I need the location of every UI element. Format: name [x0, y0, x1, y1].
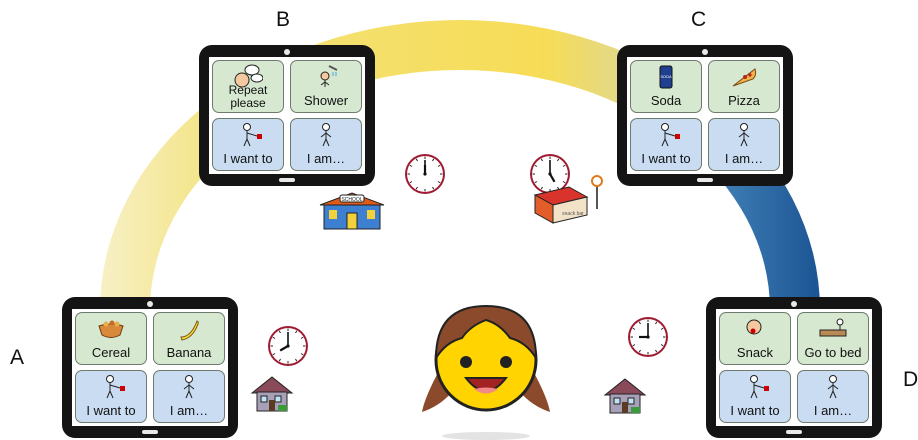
shop-icon: snack bar	[531, 173, 605, 234]
clock-icon	[529, 153, 571, 200]
aac-button-label: Shower	[303, 93, 349, 108]
person-pointing-icon	[96, 374, 126, 400]
aac-button-i-am[interactable]: I am…	[797, 370, 869, 423]
person-pointing-icon	[740, 374, 770, 400]
tablet-home-button[interactable]	[279, 178, 295, 182]
aac-button-i-am[interactable]: I am…	[708, 118, 780, 171]
person-pointing-icon	[233, 122, 263, 148]
child-face-icon	[422, 304, 550, 412]
speech-bubble-face-icon	[233, 64, 264, 90]
tablet-screen: Repeat please Shower I want to I am…	[209, 57, 365, 174]
tablet-screen: SODA Soda Pizza I want to I am…	[627, 57, 783, 174]
banana-icon	[174, 316, 204, 342]
eating-person-icon	[740, 316, 770, 342]
aac-button-i-want-to[interactable]: I want to	[75, 370, 147, 423]
aac-button-label: Banana	[166, 345, 212, 360]
aac-button-label: Snack	[736, 345, 774, 360]
home-icon	[601, 373, 649, 420]
stage-letter-d: D	[903, 368, 918, 391]
tablet-camera	[147, 301, 153, 307]
svg-text:SODA: SODA	[660, 74, 672, 79]
aac-button-label: I want to	[730, 403, 780, 418]
aac-button-i-am[interactable]: I am…	[153, 370, 225, 423]
stage-letter-c: C	[691, 8, 707, 31]
aac-button-snack[interactable]: Snack	[719, 312, 791, 365]
aac-button-label: Soda	[650, 93, 682, 108]
shower-person-icon	[311, 64, 341, 90]
person-icon	[174, 374, 204, 400]
school-icon: SCHOOL	[318, 191, 386, 236]
tablet-camera	[702, 49, 708, 55]
person-icon	[311, 122, 341, 148]
pizza-slice-icon	[729, 64, 759, 90]
aac-tablet-d: Snack Go to bed I want to I am…	[706, 297, 882, 438]
aac-button-i-am[interactable]: I am…	[290, 118, 362, 171]
aac-tablet-a: Cereal Banana I want to I am…	[62, 297, 238, 438]
person-pointing-icon	[651, 122, 681, 148]
person-icon	[818, 374, 848, 400]
aac-button-label: Cereal	[91, 345, 131, 360]
aac-button-label: Repeat please	[228, 83, 268, 110]
person-icon	[729, 122, 759, 148]
home-icon	[248, 371, 296, 418]
tablet-home-button[interactable]	[786, 430, 802, 434]
tablet-camera	[284, 49, 290, 55]
aac-button-go-to-bed[interactable]: Go to bed	[797, 312, 869, 365]
aac-button-label: I am…	[813, 403, 853, 418]
ground-shadow	[442, 432, 530, 440]
aac-button-soda[interactable]: SODA Soda	[630, 60, 702, 113]
tablet-home-button[interactable]	[142, 430, 158, 434]
aac-button-i-want-to[interactable]: I want to	[630, 118, 702, 171]
aac-button-label: Pizza	[728, 93, 760, 108]
aac-button-label: I want to	[223, 151, 273, 166]
soda-can-icon: SODA	[651, 64, 681, 90]
aac-button-pizza[interactable]: Pizza	[708, 60, 780, 113]
svg-text:SCHOOL: SCHOOL	[341, 197, 362, 203]
aac-button-label: I want to	[641, 151, 691, 166]
aac-button-label: I am…	[169, 403, 209, 418]
tablet-camera	[791, 301, 797, 307]
aac-button-label: I am…	[306, 151, 346, 166]
stage-letter-a: A	[10, 346, 25, 369]
aac-button-label: I want to	[86, 403, 136, 418]
svg-text:snack bar: snack bar	[562, 211, 584, 217]
clock-icon	[627, 316, 669, 363]
aac-button-repeat-please[interactable]: Repeat please	[212, 60, 284, 113]
bed-person-icon	[818, 316, 848, 342]
tablet-screen: Cereal Banana I want to I am…	[72, 309, 228, 426]
aac-button-label: Go to bed	[804, 345, 862, 360]
stage-letter-b: B	[276, 8, 291, 31]
clock-icon	[404, 153, 446, 200]
tablet-home-button[interactable]	[697, 178, 713, 182]
aac-button-cereal[interactable]: Cereal	[75, 312, 147, 365]
aac-button-i-want-to[interactable]: I want to	[719, 370, 791, 423]
aac-tablet-c: SODA Soda Pizza I want to I am…	[617, 45, 793, 186]
aac-button-shower[interactable]: Shower	[290, 60, 362, 113]
clock-icon	[267, 325, 309, 372]
cereal-bowl-icon	[96, 316, 126, 342]
aac-button-banana[interactable]: Banana	[153, 312, 225, 365]
aac-tablet-b: Repeat please Shower I want to I am…	[199, 45, 375, 186]
aac-button-label: I am…	[724, 151, 764, 166]
aac-button-i-want-to[interactable]: I want to	[212, 118, 284, 171]
tablet-screen: Snack Go to bed I want to I am…	[716, 309, 872, 426]
